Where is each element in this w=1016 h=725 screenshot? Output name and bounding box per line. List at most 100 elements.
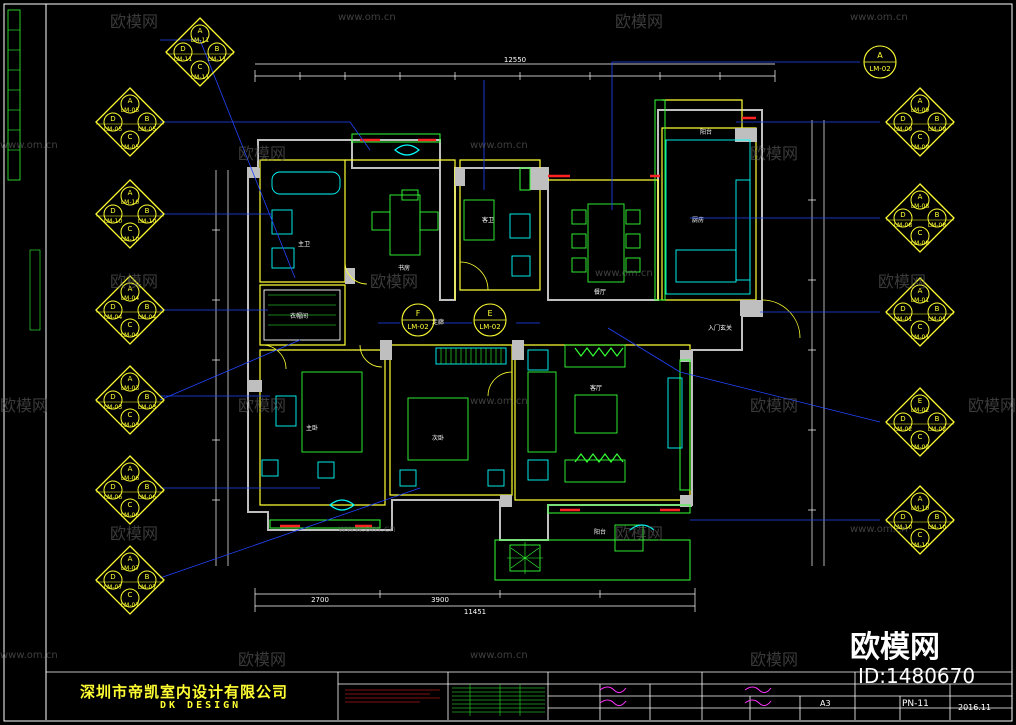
leader-lines bbox=[159, 39, 881, 579]
callout-code: LM-10 bbox=[911, 542, 930, 549]
callout-code: LM-10 bbox=[928, 524, 947, 531]
callout-code: LM-08 bbox=[911, 240, 930, 247]
callout-code: LM-11 bbox=[191, 37, 210, 44]
watermark-logo: 欧模网 bbox=[878, 272, 927, 291]
watermark-logo: 欧模网 bbox=[0, 396, 49, 415]
callout-letter: B bbox=[215, 45, 220, 53]
callout-code: LM-06 bbox=[138, 494, 157, 501]
callout-code: LM-05 bbox=[104, 126, 123, 133]
callout-code: LM-04 bbox=[121, 332, 140, 339]
callout-letter: A bbox=[128, 555, 133, 563]
watermark-url: www.om.cn bbox=[470, 650, 528, 661]
callout-letter: C bbox=[128, 501, 133, 509]
callout-code: LM-08 bbox=[894, 222, 913, 229]
room-label-second-bed: 次卧 bbox=[432, 434, 444, 442]
room-label-service-balcony: 阳台 bbox=[700, 128, 712, 136]
callout-letter: A bbox=[128, 285, 133, 293]
callout-code: LM-10 bbox=[138, 218, 157, 225]
callout-code: LM-05 bbox=[121, 144, 140, 151]
callout-letter: D bbox=[900, 415, 905, 423]
drawing-scale: A3 bbox=[820, 699, 831, 708]
callout-letter: C bbox=[918, 133, 923, 141]
callout-code: LM-02 bbox=[407, 323, 428, 331]
furniture bbox=[261, 139, 751, 572]
callout-letter: E bbox=[487, 309, 492, 318]
callout-code: LM-10 bbox=[104, 218, 123, 225]
company-name: 深圳市帝凯室内设计有限公司 bbox=[80, 683, 289, 701]
callout-code: LM-09 bbox=[911, 107, 930, 114]
watermark-url: www.om.cn bbox=[338, 12, 396, 23]
callout-letter: B bbox=[145, 207, 150, 215]
callout-letter: A bbox=[918, 495, 923, 503]
callout-letter: E bbox=[918, 397, 922, 405]
watermark-url: www.om.cn bbox=[850, 524, 908, 535]
callout-code: LM-11 bbox=[174, 56, 193, 63]
watermark-url: www.om.cn bbox=[0, 140, 58, 151]
single-callout: FLM-02 bbox=[401, 303, 435, 337]
callout-code: LM-04 bbox=[121, 295, 140, 302]
callout-code: LM-07 bbox=[121, 602, 140, 609]
callout-letter: C bbox=[128, 321, 133, 329]
single-callout: A LM-02 bbox=[863, 45, 897, 79]
callout-code: LM-06 bbox=[121, 475, 140, 482]
callout-letter: C bbox=[128, 225, 133, 233]
callout-letter: A bbox=[128, 375, 133, 383]
callout-code: LM-02 bbox=[869, 65, 890, 73]
callout-code: LM-02 bbox=[479, 323, 500, 331]
callout-letter: A bbox=[877, 51, 883, 60]
room-label-kitchen: 厨房 bbox=[692, 216, 704, 224]
callout-letter: D bbox=[110, 207, 115, 215]
callout-code: LM-10 bbox=[121, 199, 140, 206]
title-block bbox=[46, 671, 1012, 720]
callout-code: LM-01 bbox=[911, 297, 930, 304]
room-label-master-bed: 主卧 bbox=[306, 424, 318, 432]
room-label-study: 书房 bbox=[398, 264, 410, 272]
dim-bottom-seg-2: 3900 bbox=[431, 596, 449, 604]
watermark-url: www.om.cn bbox=[0, 650, 58, 661]
callout-code: LM-05 bbox=[138, 126, 157, 133]
callout-letter: B bbox=[935, 415, 940, 423]
watermark-id: ID:1480670 bbox=[858, 664, 976, 688]
doors bbox=[261, 261, 801, 397]
callout-letter: B bbox=[935, 211, 940, 219]
watermark-logo: 欧模网 bbox=[238, 396, 287, 415]
watermark-logo: 欧模网 bbox=[615, 524, 664, 543]
callout-code: LM-09 bbox=[928, 126, 947, 133]
callout-code: LM-11 bbox=[191, 74, 210, 81]
callout-code: LM-05 bbox=[121, 107, 140, 114]
callout-letter: D bbox=[180, 45, 185, 53]
callout-code: LM-06 bbox=[104, 494, 123, 501]
callout-code: LM-09 bbox=[894, 126, 913, 133]
callout-letter: B bbox=[935, 305, 940, 313]
watermark-logo: 欧模网 bbox=[750, 396, 799, 415]
dim-bottom-total: 11451 bbox=[464, 608, 486, 616]
watermark-logo: 欧模网 bbox=[238, 144, 287, 163]
callout-letter: B bbox=[145, 393, 150, 401]
room-label-entrance: 入门玄关 bbox=[708, 324, 732, 332]
callout-code: LM-03 bbox=[104, 404, 123, 411]
callout-letter: A bbox=[128, 97, 133, 105]
watermark-big-logo: 欧模网 bbox=[850, 630, 940, 665]
callout-letter: B bbox=[145, 303, 150, 311]
room-label-master-bath: 主卫 bbox=[298, 240, 310, 248]
watermark-url: www.om.cn bbox=[338, 524, 396, 535]
callout-letter: C bbox=[918, 229, 923, 237]
drawing-date: 2016.11 bbox=[958, 703, 991, 712]
callout-code: LM-03 bbox=[121, 422, 140, 429]
curtains bbox=[329, 144, 655, 531]
callout-code: LM-10 bbox=[911, 505, 930, 512]
callout-letter: A bbox=[128, 465, 133, 473]
callout-code: LM-02 bbox=[928, 426, 947, 433]
callout-letter: A bbox=[918, 193, 923, 201]
callout-letter: A bbox=[918, 97, 923, 105]
